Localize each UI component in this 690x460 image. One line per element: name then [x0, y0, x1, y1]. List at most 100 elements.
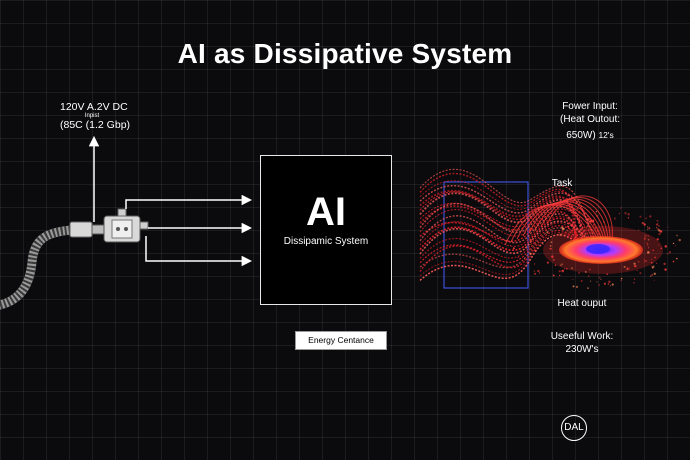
heat-flow-arc	[534, 198, 609, 241]
heat-particle	[664, 268, 667, 271]
heat-particle	[560, 264, 562, 266]
heat-particle	[561, 227, 565, 231]
heat-particle	[643, 237, 647, 240]
heat-particle	[626, 267, 629, 270]
heat-particle	[570, 267, 573, 270]
heat-particle	[647, 244, 649, 246]
heat-particle	[529, 239, 533, 242]
heat-particle	[651, 258, 653, 261]
logo: DAL	[561, 415, 587, 441]
heat-particle	[645, 217, 648, 220]
heat-particle	[618, 212, 621, 215]
heat-particle	[647, 251, 650, 254]
heat-particle	[652, 265, 655, 268]
heat-particle	[578, 271, 580, 274]
heat-particle	[550, 241, 553, 244]
heat-particle	[532, 250, 534, 251]
heat-particle	[638, 229, 640, 231]
heat-particle	[658, 232, 661, 236]
heat-particle	[595, 211, 598, 213]
heat-particle	[534, 249, 536, 251]
heat-particle	[667, 226, 669, 228]
heat-particle	[572, 278, 574, 281]
output-value-suffix: 12's	[598, 130, 614, 140]
heat-particle	[647, 228, 649, 231]
heat-particle	[567, 218, 570, 220]
heat-output-label: Heat ouput	[557, 298, 607, 309]
heat-particle	[542, 243, 544, 246]
heat-particle	[571, 227, 573, 229]
heat-particle	[650, 265, 653, 267]
heat-particle	[657, 228, 659, 230]
heat-particle	[566, 268, 568, 270]
heat-particle	[641, 221, 645, 225]
heat-particle	[643, 261, 646, 263]
heat-particle	[643, 258, 645, 261]
heat-particle	[545, 216, 547, 218]
heat-particle	[660, 247, 663, 250]
junction-connector-icon	[103, 208, 149, 243]
heat-particle	[588, 275, 590, 277]
ai-label: AI	[306, 190, 346, 234]
heat-particle	[627, 212, 630, 216]
heat-particle	[676, 234, 678, 237]
power-input-label: Fower Input: (Heat Outout:	[540, 100, 640, 126]
heat-particle	[557, 277, 560, 279]
heat-flow-arc	[528, 199, 607, 241]
heat-particle	[668, 251, 672, 254]
power-input-line1: Fower Input:	[562, 101, 618, 112]
heat-particle	[636, 270, 638, 272]
heat-particle	[529, 252, 532, 255]
heat-particle	[650, 275, 652, 277]
heat-disk-icon	[543, 226, 663, 274]
heat-particle	[627, 217, 630, 219]
heat-particles	[510, 207, 681, 289]
heat-particle	[537, 269, 540, 273]
heat-flow-strand	[419, 222, 577, 259]
heat-particle	[653, 272, 656, 275]
heat-particle	[666, 252, 669, 255]
heat-flow-strand	[419, 227, 587, 269]
heat-particle	[589, 219, 592, 223]
heat-particle	[596, 214, 598, 217]
heat-particle	[546, 261, 550, 264]
heat-particle	[655, 262, 658, 264]
heat-particle	[586, 225, 588, 228]
heat-particle	[559, 233, 562, 236]
heat-flow-arc	[522, 200, 605, 241]
heat-particle	[602, 221, 605, 223]
output-value-watts: 650W)	[566, 130, 596, 141]
heat-particle	[533, 272, 537, 275]
heat-particle	[651, 273, 654, 276]
heat-particle	[647, 235, 649, 237]
power-spec-voltage: 120V A.2V DC	[60, 101, 128, 113]
heat-particle	[561, 269, 564, 273]
heat-particle	[652, 249, 654, 251]
heat-particle	[620, 279, 622, 282]
heat-particle	[658, 225, 660, 227]
heat-particle	[563, 268, 566, 270]
heat-particle	[647, 238, 650, 241]
heat-particle	[596, 281, 598, 283]
heat-particle	[533, 263, 536, 265]
heat-particle	[572, 285, 575, 288]
heat-flow-strand	[419, 189, 578, 257]
heat-particle	[534, 242, 536, 244]
power-spec: 120V A.2V DC Inpist (85C (1.2 Gbp)	[60, 101, 130, 131]
heat-particle	[558, 270, 561, 273]
energy-label-box: Energy Centance	[295, 331, 387, 350]
heat-particle	[590, 280, 591, 282]
heat-particle	[578, 219, 581, 223]
heat-particle	[646, 242, 649, 245]
heat-particle	[603, 282, 606, 285]
heat-flow-strands	[419, 168, 613, 281]
heat-particle	[608, 280, 611, 284]
heat-particle	[552, 258, 555, 261]
heat-particle	[587, 217, 590, 221]
power-input-line2: (Heat Outout:	[559, 114, 621, 125]
heat-particle	[658, 244, 660, 246]
heat-flow-strand	[419, 210, 578, 247]
heat-flow-strand	[419, 172, 579, 256]
heat-flow-arc	[510, 203, 601, 243]
heat-particle	[656, 238, 659, 241]
